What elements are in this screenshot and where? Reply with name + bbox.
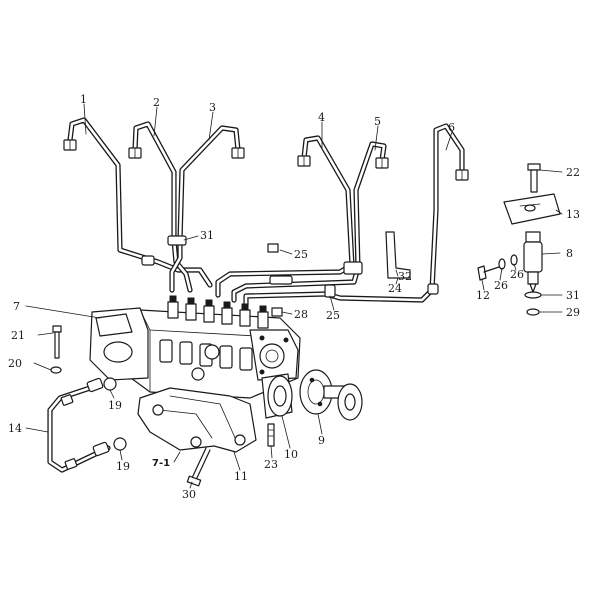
washer-26 — [498, 254, 518, 270]
delivery-valve-holders — [167, 295, 269, 329]
callout-9: 9 — [318, 434, 325, 447]
callout-31-lower: 31 — [566, 289, 580, 302]
callout-8: 8 — [566, 247, 573, 260]
callout-7: 7 — [13, 300, 20, 313]
callout-4: 4 — [318, 111, 325, 124]
callout-26-b: 26 — [494, 279, 508, 292]
callout-1: 1 — [80, 93, 87, 106]
callout-25-upper: 25 — [294, 248, 308, 261]
pipe-clamps — [141, 235, 439, 298]
nut-28 — [271, 307, 283, 317]
injector-pipe-5 — [231, 141, 387, 303]
callout-24: 24 — [388, 282, 402, 295]
injector-clamp-13 — [503, 193, 561, 225]
callout-25-lower: 25 — [326, 309, 340, 322]
bracket-bolt-30 — [186, 447, 211, 487]
injector-pipe-2 — [132, 121, 193, 293]
nut-25-upper — [267, 243, 279, 253]
injector-nozzle-8 — [523, 231, 543, 293]
callout-11: 11 — [234, 470, 248, 483]
injector-pipe-1 — [67, 117, 213, 288]
pipe-nuts — [63, 139, 469, 181]
callout-13: 13 — [566, 208, 580, 221]
bolt-21 — [52, 325, 62, 359]
callout-14: 14 — [8, 422, 22, 435]
callout-12: 12 — [476, 289, 490, 302]
callout-19-lower: 19 — [116, 460, 130, 473]
pump-side-ports — [159, 339, 253, 371]
drive-flange-9 — [299, 369, 363, 421]
washer-20 — [50, 366, 62, 374]
callout-32: 32 — [398, 270, 412, 283]
callout-31-upper: 31 — [200, 229, 214, 242]
callout-19-upper: 19 — [108, 399, 122, 412]
injection-pump-body — [89, 295, 301, 399]
fuel-return-line-14 — [47, 377, 127, 473]
injector-pipe-3 — [169, 125, 241, 293]
callout-20: 20 — [8, 357, 22, 370]
callout-26-a: 26 — [510, 268, 524, 281]
callout-6: 6 — [448, 121, 455, 134]
callout-10: 10 — [284, 448, 298, 461]
injector-pipe-4 — [215, 135, 355, 298]
callout-7-1: 7-1 — [152, 458, 170, 469]
callout-2: 2 — [153, 96, 160, 109]
injector-assembly — [477, 163, 561, 316]
leader-lines — [25, 103, 563, 489]
stud-23 — [267, 423, 275, 447]
callout-23: 23 — [264, 458, 278, 471]
callout-labels: 1 2 3 4 5 6 22 13 31 25 8 32 24 26 26 12… — [8, 93, 580, 501]
callout-21: 21 — [11, 329, 25, 342]
seal-31 — [524, 291, 542, 299]
bolt-22 — [527, 163, 541, 193]
callout-5: 5 — [374, 115, 381, 128]
bolt-12 — [477, 265, 503, 281]
callout-30: 30 — [182, 488, 196, 501]
callout-22: 22 — [566, 166, 580, 179]
pipe-bracket-32 — [385, 231, 411, 279]
callout-3: 3 — [209, 101, 216, 114]
drive-coupling-10 — [261, 373, 293, 419]
callout-28: 28 — [294, 308, 308, 321]
washer-29 — [526, 308, 540, 316]
callout-29: 29 — [566, 306, 580, 319]
pump-mounting-bracket — [137, 387, 257, 453]
